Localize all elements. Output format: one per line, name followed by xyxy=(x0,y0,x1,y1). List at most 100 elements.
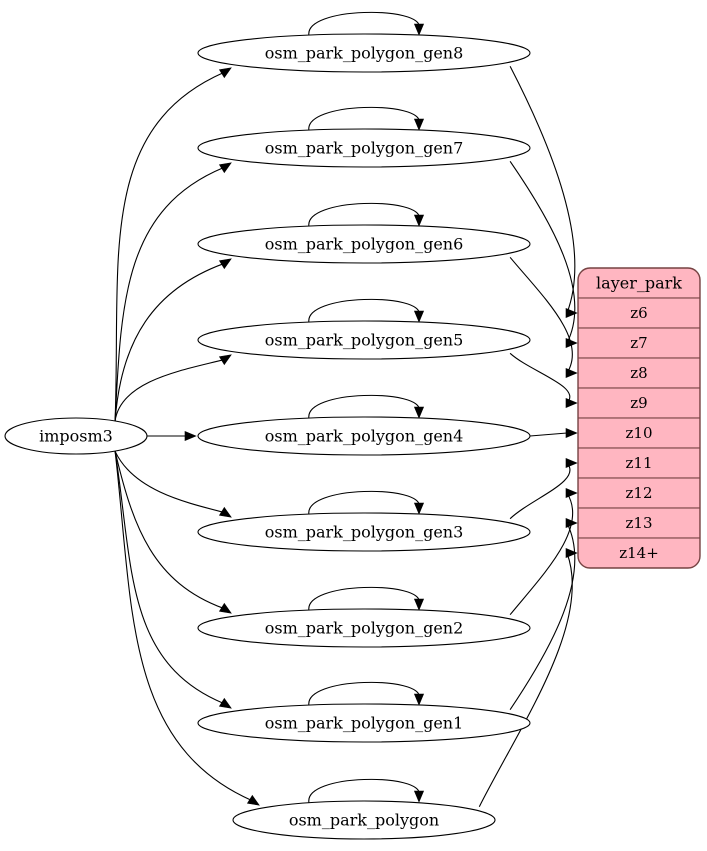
node-gen2[interactable]: osm_park_polygon_gen2 xyxy=(197,608,531,648)
table-row-z6[interactable] xyxy=(578,297,700,329)
node-gen3-label: osm_park_polygon_gen3 xyxy=(265,523,464,542)
node-gen5[interactable]: osm_park_polygon_gen5 xyxy=(197,320,531,360)
node-gen1[interactable]: osm_park_polygon_gen1 xyxy=(197,703,531,743)
node-gen6[interactable]: osm_park_polygon_gen6 xyxy=(197,224,531,264)
table-row-z14plus[interactable] xyxy=(578,537,700,568)
node-gen7-shape xyxy=(197,128,531,168)
arrowhead-imposm3-to-gen1 xyxy=(218,697,232,709)
edge-imposm3-to-base xyxy=(114,451,252,801)
arrowhead-gen3-to-z11 xyxy=(565,457,578,469)
node-base-shape xyxy=(232,800,496,840)
node-base-label: osm_park_polygon xyxy=(289,811,439,830)
edge-selfloop-gen7 xyxy=(308,106,420,132)
table-row-label-z11: z11 xyxy=(626,454,653,472)
edge-gen2-to-z12 xyxy=(509,492,574,616)
edge-group-self-loops xyxy=(308,11,425,804)
node-base[interactable]: osm_park_polygon xyxy=(232,800,496,840)
edge-group-source-to-nodes xyxy=(114,67,260,806)
arrowhead-gen5-to-z9 xyxy=(565,397,578,409)
arrowhead-gen8-to-z6 xyxy=(565,307,578,319)
edge-group-node-to-table xyxy=(478,66,578,807)
node-gen5-label: osm_park_polygon_gen5 xyxy=(265,331,464,350)
edge-imposm3-to-gen6 xyxy=(114,263,224,421)
arrowhead-selfloop-base xyxy=(413,790,425,803)
arrowhead-gen2-to-z12 xyxy=(565,487,578,499)
edge-gen4-to-z10 xyxy=(529,432,568,437)
node-imposm3-shape xyxy=(4,417,148,455)
edge-selfloop-gen8 xyxy=(308,11,420,37)
arrowhead-base-to-z14plus xyxy=(565,547,578,559)
node-gen7-label: osm_park_polygon_gen7 xyxy=(265,139,464,158)
arrowhead-gen6-to-z8 xyxy=(565,367,578,379)
arrowhead-selfloop-gen6 xyxy=(413,214,425,227)
node-gen3-shape xyxy=(197,512,531,552)
node-group: imposm3 osm_park_polygon_gen8 osm_park_pol… xyxy=(4,33,531,840)
arrowhead-selfloop-gen1 xyxy=(413,693,425,706)
arrowhead-selfloop-gen5 xyxy=(413,310,425,323)
edge-base-to-z14plus xyxy=(478,552,573,807)
edge-selfloop-gen5 xyxy=(308,298,420,324)
node-gen3[interactable]: osm_park_polygon_gen3 xyxy=(197,512,531,552)
table-row-label-z9: z9 xyxy=(630,394,647,412)
table-row-label-z10: z10 xyxy=(626,424,653,442)
arrowhead-imposm3-to-base xyxy=(246,794,260,806)
table-outline xyxy=(577,267,701,569)
edge-selfloop-base xyxy=(308,778,420,804)
table-row-label-z8: z8 xyxy=(630,364,647,382)
edge-selfloop-gen2 xyxy=(308,586,420,612)
node-imposm3[interactable]: imposm3 xyxy=(4,417,148,455)
table-row-label-z7: z7 xyxy=(630,334,647,352)
arrowhead-gen4-to-z10 xyxy=(565,427,578,439)
node-gen8-shape xyxy=(197,33,531,73)
edge-gen6-to-z8 xyxy=(509,256,573,374)
table-row-label-z6: z6 xyxy=(630,304,647,322)
arrowhead-gen1-to-z13 xyxy=(565,517,578,529)
node-gen8[interactable]: osm_park_polygon_gen8 xyxy=(197,33,531,73)
edge-imposm3-to-gen1 xyxy=(114,451,224,704)
node-gen4-label: osm_park_polygon_gen4 xyxy=(265,427,464,446)
arrowhead-selfloop-gen8 xyxy=(413,23,425,36)
node-gen2-label: osm_park_polygon_gen2 xyxy=(265,619,464,638)
node-gen4-shape xyxy=(197,416,531,456)
node-gen6-label: osm_park_polygon_gen6 xyxy=(265,235,464,254)
arrowhead-selfloop-gen4 xyxy=(413,406,425,419)
edge-selfloop-gen3 xyxy=(308,490,420,516)
table-row-z8[interactable] xyxy=(578,357,700,389)
edge-selfloop-gen6 xyxy=(308,202,420,228)
node-gen4[interactable]: osm_park_polygon_gen4 xyxy=(197,416,531,456)
table-row-label-z12: z12 xyxy=(626,484,653,502)
arrowhead-imposm3-to-gen2 xyxy=(218,602,232,614)
arrowhead-selfloop-gen3 xyxy=(413,502,425,515)
arrowhead-imposm3-to-gen7 xyxy=(218,162,232,174)
arrowhead-imposm3-to-gen5 xyxy=(218,354,232,366)
table-row-z9[interactable] xyxy=(578,387,700,419)
edge-gen8-to-z6 xyxy=(509,66,576,314)
arrowhead-imposm3-to-gen3 xyxy=(218,506,232,518)
arrowhead-imposm3-to-gen4 xyxy=(184,430,197,442)
arrowhead-imposm3-to-gen6 xyxy=(218,258,232,270)
table-header-label: layer_park xyxy=(596,274,682,293)
node-imposm3-label: imposm3 xyxy=(39,427,113,446)
table-row-label-z13: z13 xyxy=(626,514,653,532)
table-row-z12[interactable] xyxy=(578,477,700,509)
node-gen5-shape xyxy=(197,320,531,360)
edge-gen7-to-z7 xyxy=(509,160,576,344)
table-row-label-z14plus: z14+ xyxy=(619,544,659,562)
edge-imposm3-to-gen2 xyxy=(114,451,224,609)
edge-gen1-to-z13 xyxy=(509,522,576,711)
table-row-z7[interactable] xyxy=(578,327,700,359)
edge-imposm3-to-gen7 xyxy=(114,167,224,421)
edge-imposm3-to-gen3 xyxy=(114,451,224,513)
edge-gen3-to-z11 xyxy=(509,462,571,520)
arrowhead-selfloop-gen7 xyxy=(413,118,425,131)
table-cells: layer_park z6 z7 z8 z9 z10 z11 z12 z13 z14+ xyxy=(578,268,700,568)
node-gen7[interactable]: osm_park_polygon_gen7 xyxy=(197,128,531,168)
node-gen8-label: osm_park_polygon_gen8 xyxy=(265,44,464,63)
table-row-z11[interactable] xyxy=(578,447,700,479)
edge-gen5-to-z9 xyxy=(509,352,571,404)
edge-imposm3-to-gen5 xyxy=(114,359,224,421)
edge-selfloop-gen4 xyxy=(308,394,420,420)
edge-imposm3-to-gen8 xyxy=(114,72,224,421)
